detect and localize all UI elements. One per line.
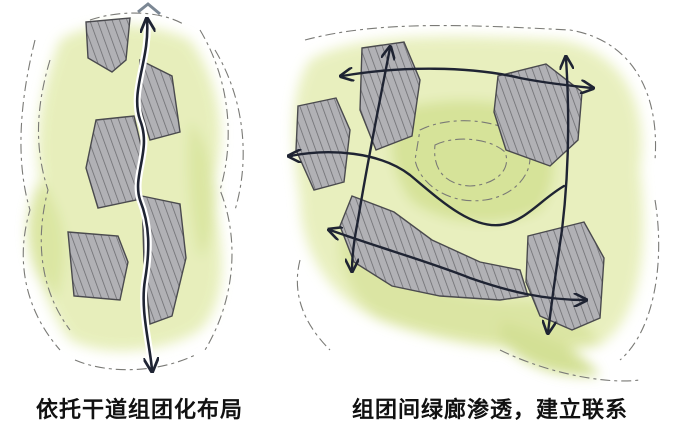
left-contour-lines xyxy=(20,12,244,371)
block-l3 xyxy=(85,115,143,209)
main-road-arrow xyxy=(133,2,161,370)
corridor-arrow-middle xyxy=(288,151,566,227)
right-contour-lines xyxy=(296,24,660,382)
arrow-head-icon xyxy=(135,20,152,370)
block-r1 xyxy=(359,41,421,151)
left-diagram xyxy=(20,2,244,371)
block-l5 xyxy=(67,231,129,301)
right-diagram xyxy=(290,24,660,382)
green-corridor-arrows xyxy=(290,48,592,332)
right-caption: 组团间绿廊渗透，建立联系 xyxy=(352,398,629,423)
corridor-arrow-bottom xyxy=(330,230,585,300)
left-caption: 依托干道组团化布局 xyxy=(36,398,244,423)
block-l1 xyxy=(85,17,131,73)
